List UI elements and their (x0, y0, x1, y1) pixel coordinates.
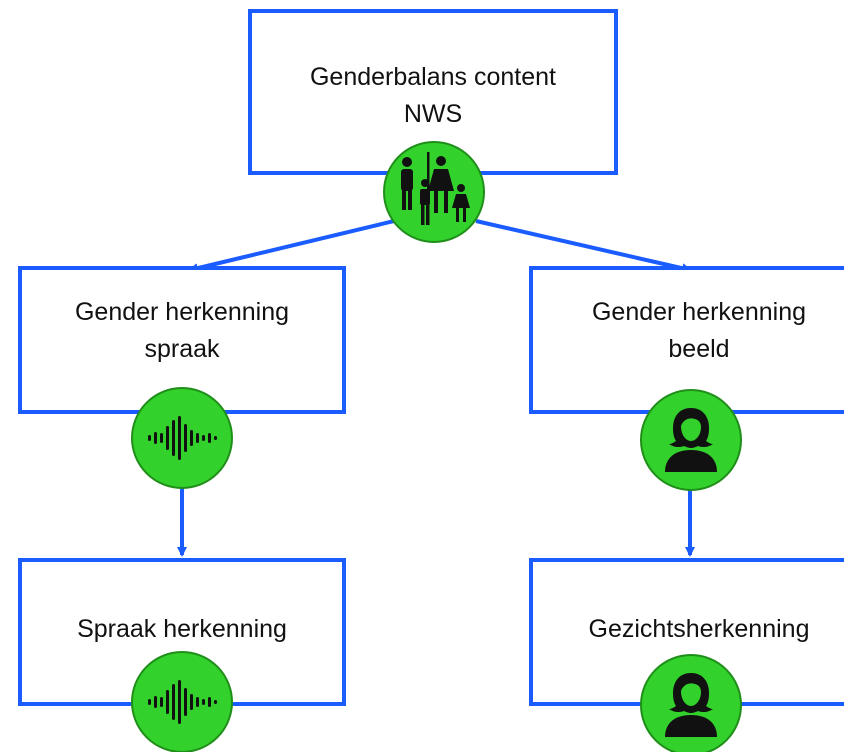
sound-wave-icon (131, 651, 233, 752)
family-icon (383, 141, 485, 243)
node-label: Gezichtsherkenning (588, 614, 810, 643)
node-label: Gender herkenning spraak (74, 298, 290, 363)
node-label: Spraak herkenning (77, 614, 287, 643)
person-icon (640, 389, 742, 491)
node-label: Gender herkenning beeld (591, 298, 807, 363)
node-genderbalans-content: Genderbalans content NWS (248, 9, 618, 175)
edge-root-to-speech (188, 219, 395, 273)
edge-root-to-image (475, 219, 692, 274)
sound-wave-icon (131, 387, 233, 489)
person-icon (640, 654, 742, 752)
node-label: Genderbalans content NWS (309, 63, 556, 128)
